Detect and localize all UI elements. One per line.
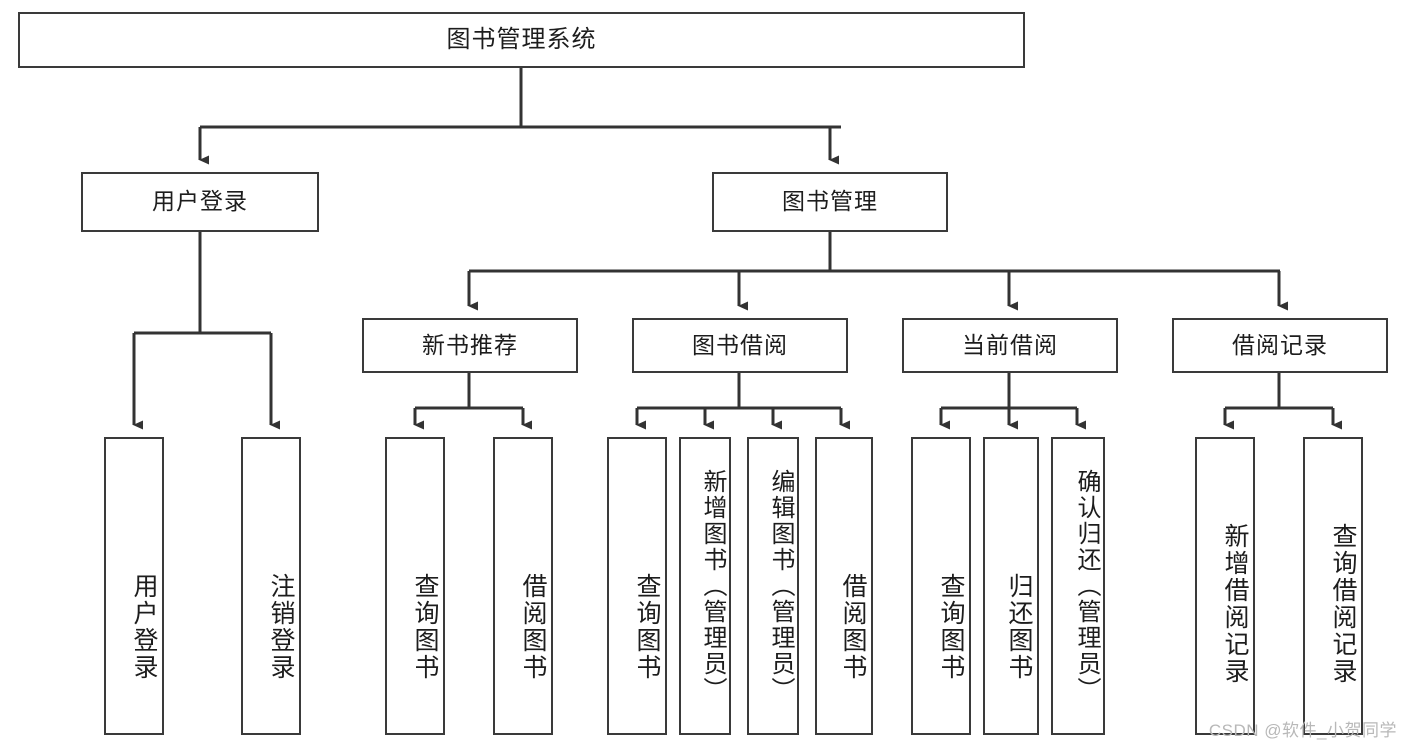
leaf-add-book-admin[interactable]: 新增图书（管理员） (679, 437, 731, 735)
node-borrow-record[interactable]: 借阅记录 (1172, 318, 1388, 373)
leaf-query-borrow-record[interactable]: 查询借阅记录 (1303, 437, 1363, 735)
leaf-edit-book-admin[interactable]: 编辑图书（管理员） (747, 437, 799, 735)
node-root[interactable]: 图书管理系统 (18, 12, 1025, 68)
leaf-borrow-book-newbook[interactable]: 借阅图书 (493, 437, 553, 735)
node-user-login[interactable]: 用户登录 (81, 172, 319, 232)
leaf-confirm-return-admin[interactable]: 确认归还（管理员） (1051, 437, 1105, 735)
node-current-borrow[interactable]: 当前借阅 (902, 318, 1118, 373)
node-new-book-recommend[interactable]: 新书推荐 (362, 318, 578, 373)
leaf-borrow-book[interactable]: 借阅图书 (815, 437, 873, 735)
leaf-query-book-borrow[interactable]: 查询图书 (607, 437, 667, 735)
node-book-borrow[interactable]: 图书借阅 (632, 318, 848, 373)
leaf-query-book-newbook[interactable]: 查询图书 (385, 437, 445, 735)
watermark-text: CSDN @软件_小贺同学 (1208, 721, 1397, 740)
leaf-query-book-current[interactable]: 查询图书 (911, 437, 971, 735)
leaf-logout[interactable]: 注销登录 (241, 437, 301, 735)
node-book-management[interactable]: 图书管理 (712, 172, 948, 232)
leaf-user-login[interactable]: 用户登录 (104, 437, 164, 735)
leaf-return-book[interactable]: 归还图书 (983, 437, 1039, 735)
leaf-add-borrow-record[interactable]: 新增借阅记录 (1195, 437, 1255, 735)
